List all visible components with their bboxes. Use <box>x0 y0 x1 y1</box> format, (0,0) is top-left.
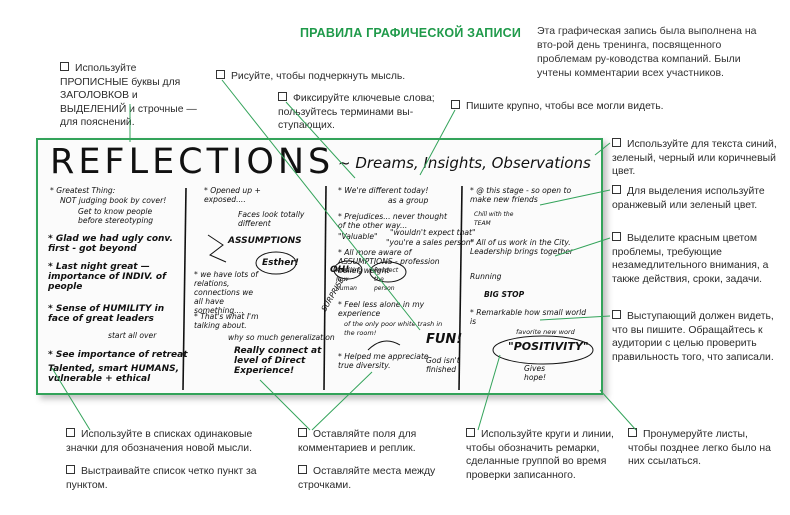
note-red: Выделите красным цветом проблемы, требую… <box>612 232 777 286</box>
board-text: Gives hope! <box>524 364 546 382</box>
board-text: ASSUMPTIONS <box>228 236 302 246</box>
board-text: Esther! <box>262 258 299 268</box>
board-text: * Glad we had ugly conv. first - got bey… <box>48 234 173 254</box>
note-bullets: Используйте в списках одинаковые значки … <box>66 428 276 455</box>
note-text: Используйте для текста синий, зеленый, ч… <box>612 139 777 177</box>
note-text: Используйте в списках одинаковые значки … <box>66 429 253 454</box>
board-text: * Opened up + exposed.... <box>204 186 261 204</box>
board-subtitle: ~ Dreams, Insights, Observations <box>338 154 591 172</box>
board-dividers <box>182 185 594 391</box>
checkbox-icon <box>612 232 621 241</box>
board-text: * Helped me appreciate true diversity. <box>338 352 429 370</box>
checkbox-icon <box>612 138 621 147</box>
note-text: Пишите крупно, чтобы все могли видеть. <box>466 101 664 112</box>
board-text: Chill with the TEAM <box>474 211 514 227</box>
board-text: of the only poor white trash in the room… <box>344 320 443 337</box>
board-text: FUN! <box>426 332 463 347</box>
board-text: * Sense of HUMILITY in face of great lea… <box>48 304 165 324</box>
board-text: "POSITIVITY" <box>508 340 589 353</box>
board-text: Really connect at level of Direct Experi… <box>234 346 322 376</box>
board-text: * @ this stage - so open to make new fri… <box>470 186 572 204</box>
note-speaker: Выступающий должен видеть, что вы пишите… <box>612 310 777 364</box>
note-text: Оставляйте поля для комментариев и репли… <box>298 429 417 454</box>
board-text: * Feel less alone in my experience <box>338 300 425 318</box>
board-title: REFLECTIONS <box>50 142 335 182</box>
note-margins: Оставляйте поля для комментариев и репли… <box>298 428 448 455</box>
board-text: * We're different today! <box>338 186 429 195</box>
board-text: * Prejudices... never thought of the oth… <box>338 212 447 230</box>
board-text: * That's what I'm talking about. <box>194 312 259 330</box>
graphic-recording-board: REFLECTIONS ~ Dreams, Insights, Observat… <box>36 138 603 395</box>
note-spacing: Оставляйте места между строчками. <box>298 465 448 492</box>
board-text: Respect the person <box>374 267 399 292</box>
checkbox-icon <box>298 465 307 474</box>
board-text: * See importance of retreat <box>48 350 188 360</box>
checkbox-icon <box>612 185 621 194</box>
note-draw: Рисуйте, чтобы подчеркнуть мысль. <box>216 70 416 84</box>
note-numbering: Пронумеруйте листы, чтобы позднее легко … <box>628 428 778 469</box>
board-text: "wouldn't expect that" <box>390 228 476 237</box>
checkbox-icon <box>66 465 75 474</box>
board-text: Get to know people before stereotyping <box>78 207 154 225</box>
board-text: * we have lots of relations, connections… <box>194 270 258 315</box>
board-text: NOT judging book by cover! <box>60 196 167 205</box>
note-text: Фиксируйте ключевые слова; пользуйтесь т… <box>278 93 435 131</box>
checkbox-icon <box>451 100 460 109</box>
board-text: Talented, smart HUMANS, vulnerable + eth… <box>48 364 180 384</box>
checkbox-icon <box>216 70 225 79</box>
intro-text: Эта графическая запись была выполнена на… <box>537 25 757 79</box>
note-large: Пишите крупно, чтобы все могли видеть. <box>451 100 671 114</box>
note-text: Выделите красным цветом проблемы, требую… <box>612 233 769 285</box>
checkbox-icon <box>298 428 307 437</box>
board-text: favorite new word <box>516 328 575 336</box>
note-text: Выстраивайте список четко пункт за пункт… <box>66 466 257 491</box>
board-text: * All of us work in the City. Leadership… <box>470 238 574 256</box>
note-text: Рисуйте, чтобы подчеркнуть мысль. <box>231 71 406 82</box>
board-text: * All more aware of ASSUMPTIONS - profes… <box>338 248 440 275</box>
checkbox-icon <box>466 428 475 437</box>
board-text: as a group <box>388 196 429 205</box>
board-text: * Greatest Thing: <box>50 186 116 195</box>
note-text: Пронумеруйте листы, чтобы позднее легко … <box>628 429 771 467</box>
note-list-order: Выстраивайте список четко пункт за пункт… <box>66 465 266 492</box>
note-highlight: Для выделения используйте оранжевый или … <box>612 185 777 212</box>
board-text: Amazing how human <box>336 267 363 292</box>
note-circles: Используйте круги и линии, чтобы обознач… <box>466 428 614 482</box>
board-text: Running <box>470 272 502 281</box>
note-text: Используйте ПРОПИСНЫЕ буквы для ЗАГОЛОВК… <box>60 63 197 128</box>
note-keywords: Фиксируйте ключевые слова; пользуйтесь т… <box>278 92 438 133</box>
page-title: ПРАВИЛА ГРАФИЧЕСКОЙ ЗАПИСИ <box>300 26 522 40</box>
board-text: "Valuable" <box>338 232 378 241</box>
checkbox-icon <box>278 92 287 101</box>
note-text: Оставляйте места между строчками. <box>298 466 436 491</box>
note-text: Используйте круги и линии, чтобы обознач… <box>466 429 614 481</box>
board-text: BIG STOP <box>484 290 525 299</box>
board-text: start all over <box>108 331 157 340</box>
board-text: why so much generalization <box>228 333 335 342</box>
checkbox-icon <box>66 428 75 437</box>
board-text: OH! <box>330 265 350 275</box>
checkbox-icon <box>612 310 621 319</box>
board-text: God isn't finished <box>426 356 460 374</box>
board-text: * Last night great — importance of INDIV… <box>48 262 167 292</box>
board-text: Faces look totally different <box>238 210 305 228</box>
note-text: Выступающий должен видеть, что вы пишите… <box>612 311 774 363</box>
note-uppercase: Используйте ПРОПИСНЫЕ буквы для ЗАГОЛОВК… <box>60 62 205 130</box>
note-text: Для выделения используйте оранжевый или … <box>612 186 765 211</box>
note-colors: Используйте для текста синий, зеленый, ч… <box>612 138 777 179</box>
board-text: * Remarkable how small world is <box>470 308 587 326</box>
checkbox-icon <box>628 428 637 437</box>
board-text: "you're a sales person" <box>386 238 475 247</box>
checkbox-icon <box>60 62 69 71</box>
